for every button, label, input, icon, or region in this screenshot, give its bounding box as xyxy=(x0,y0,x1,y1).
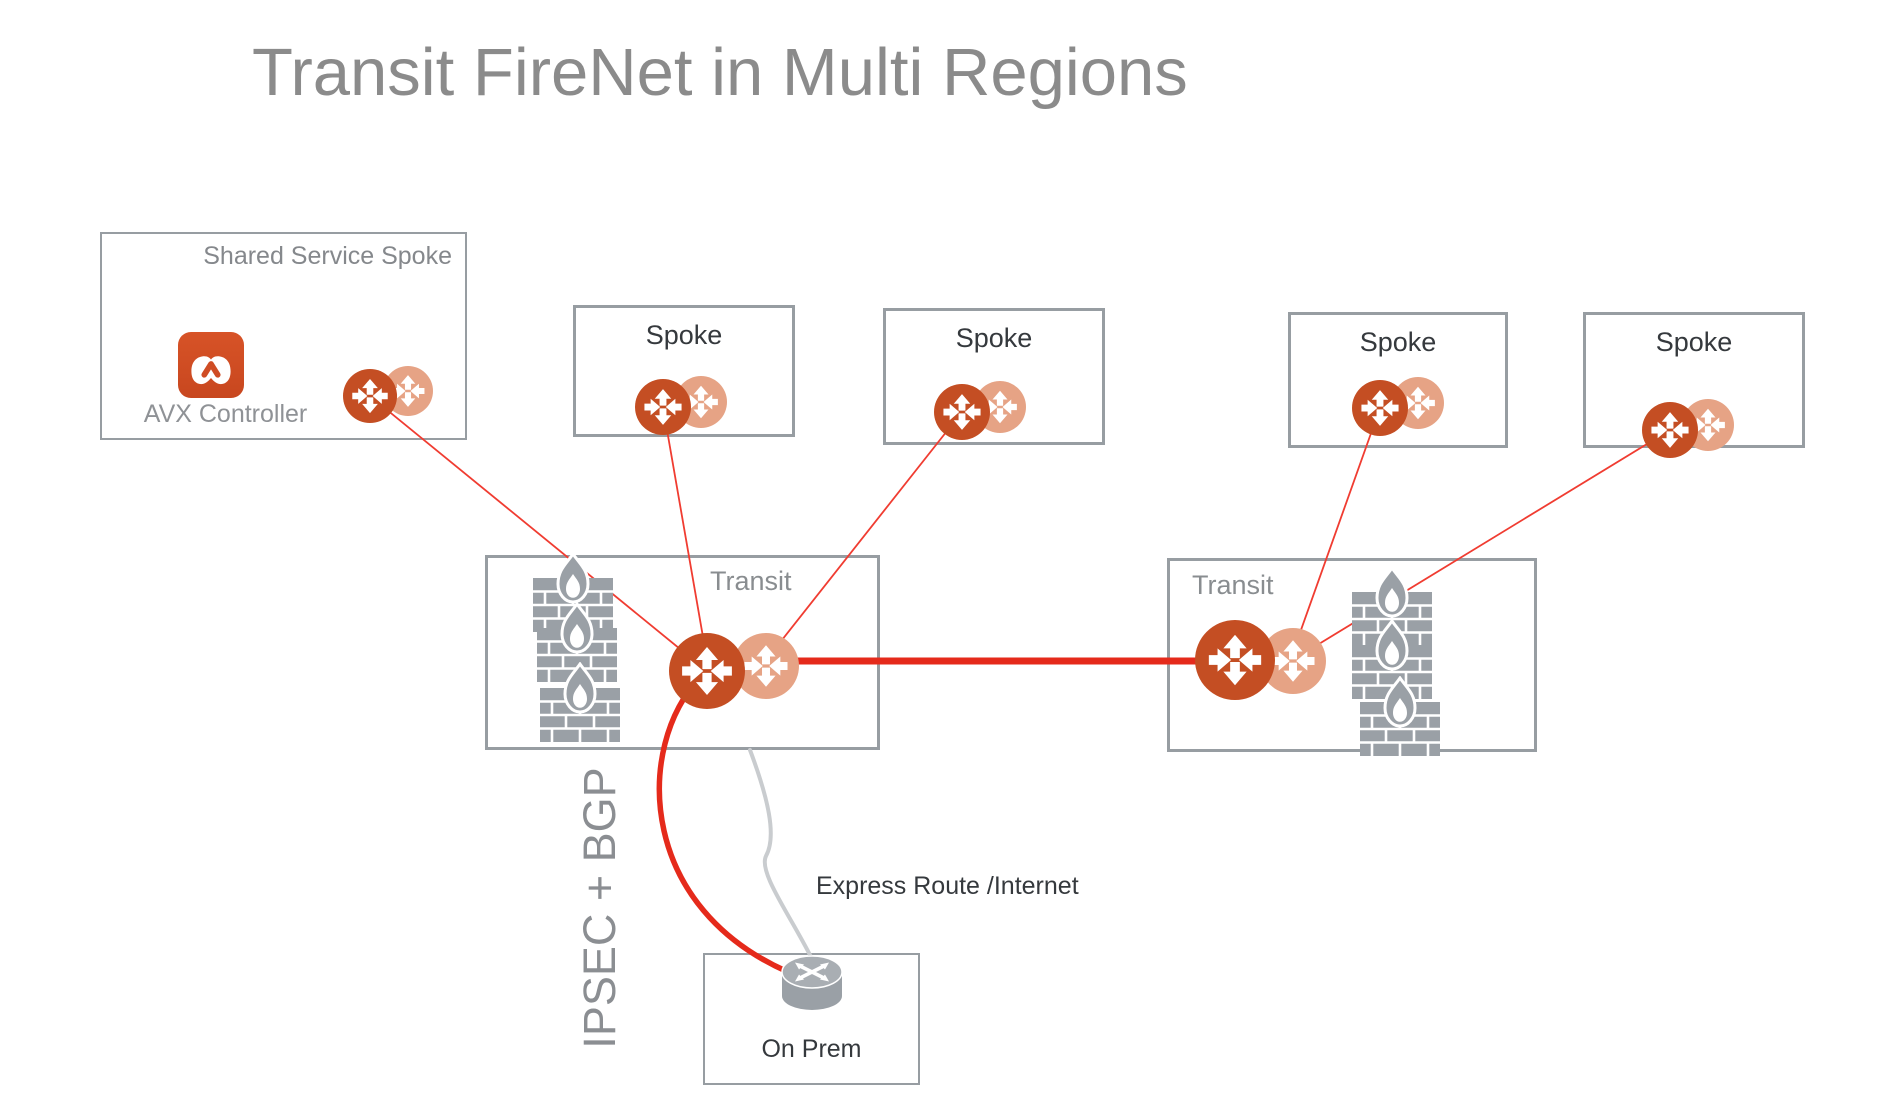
page-title: Transit FireNet in Multi Regions xyxy=(252,35,1188,110)
spoke-box-3: Spoke xyxy=(1288,312,1508,448)
on-prem-label: On Prem xyxy=(761,1035,862,1063)
transit-box-1 xyxy=(485,555,880,750)
spoke-box-1: Spoke xyxy=(573,305,795,437)
spoke-box-2: Spoke xyxy=(883,308,1105,445)
spoke-label: Spoke xyxy=(645,320,723,350)
shared-service-spoke-label: Shared Service Spoke xyxy=(203,242,452,270)
transit-label-2: Transit xyxy=(1192,570,1274,600)
transit-label-1: Transit xyxy=(710,566,792,596)
spoke-label: Spoke xyxy=(1359,327,1437,357)
shared-service-spoke-box xyxy=(100,232,467,440)
avx-controller-icon xyxy=(178,332,244,398)
on-prem-box xyxy=(703,953,920,1085)
avx-controller-label: AVX Controller xyxy=(143,400,308,428)
spoke-label: Spoke xyxy=(955,323,1033,353)
express-route-label: Express Route /Internet xyxy=(816,872,1079,900)
ipsec-bgp-label: IPSEC + BGP xyxy=(574,767,625,1049)
avx-controller-glyph xyxy=(191,356,231,385)
line-express-route xyxy=(748,748,813,959)
spoke-box-4: Spoke xyxy=(1583,312,1805,448)
spoke-label: Spoke xyxy=(1655,327,1733,357)
